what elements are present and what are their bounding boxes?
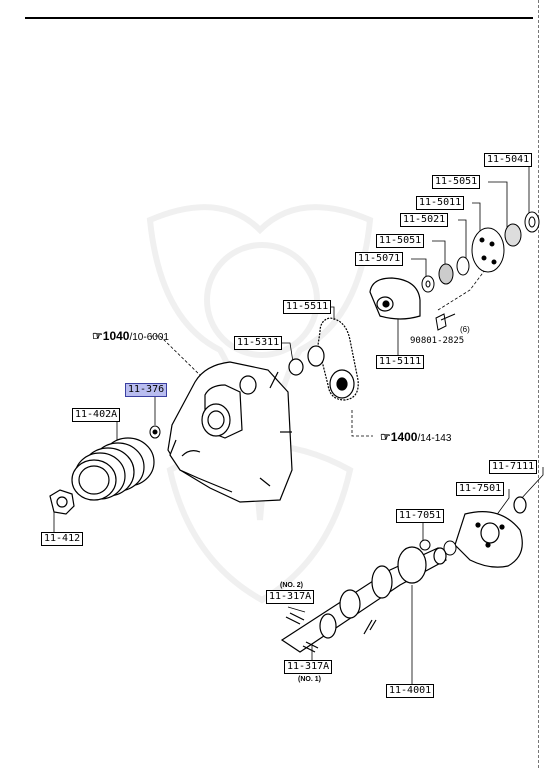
leader-lines [53, 159, 544, 687]
pump-housing [369, 277, 421, 320]
camshaft [280, 546, 447, 653]
label-11-5041[interactable]: 11-5041 [484, 153, 533, 167]
hand-pointer-icon: ☞ [380, 430, 391, 444]
label-11-7111[interactable]: 11-7111 [489, 460, 538, 474]
label-11-402A[interactable]: 11-402A [72, 408, 121, 422]
ref-1400[interactable]: ☞1400/14-143 [380, 430, 452, 444]
pins [285, 612, 319, 653]
label-11-317A-no2[interactable]: 11-317A [266, 590, 315, 604]
label-11-7501[interactable]: 11-7501 [456, 482, 505, 496]
dowel-part [149, 425, 161, 439]
ref-1400-sub: 14-143 [420, 433, 452, 444]
note-no2: (NO. 2) [280, 582, 303, 589]
nut [49, 489, 75, 515]
bolt-90801 [435, 313, 456, 331]
ref-1040-sub: 10-6001 [132, 332, 169, 343]
label-11-5051-b[interactable]: 11-5051 [376, 234, 425, 248]
label-11-5311[interactable]: 11-5311 [234, 336, 283, 350]
label-11-412[interactable]: 11-412 [41, 532, 84, 546]
label-11-376[interactable]: 11-376 [125, 383, 168, 397]
oil-pump-gear-stack [421, 211, 540, 293]
label-11-4001[interactable]: 11-4001 [386, 684, 435, 698]
label-11-7051[interactable]: 11-7051 [396, 509, 445, 523]
bushings [419, 539, 457, 556]
camshaft-gear-plate [454, 496, 527, 568]
ref-1400-main: 1400 [390, 430, 418, 444]
front-cover-housing [167, 361, 293, 503]
timing-chain [288, 317, 359, 401]
hand-pointer-icon: ☞ [92, 329, 103, 343]
label-11-5011[interactable]: 11-5011 [416, 196, 465, 210]
pulley [71, 437, 155, 501]
ref-1040-main: 1040 [102, 329, 130, 343]
label-11-5071[interactable]: 11-5071 [355, 252, 404, 266]
label-11-5111[interactable]: 11-5111 [376, 355, 425, 369]
label-11-5051-a[interactable]: 11-5051 [432, 175, 481, 189]
label-11-5021[interactable]: 11-5021 [400, 213, 449, 227]
ref-1040[interactable]: ☞1040/10-6001 [92, 329, 169, 343]
page-edge [538, 0, 547, 768]
header-rule [25, 17, 533, 19]
label-11-5511[interactable]: 11-5511 [283, 300, 332, 314]
note-no1: (NO. 1) [298, 676, 321, 683]
bolt-part-number: 90801-2825 [410, 336, 465, 346]
bolt-count: (6) [460, 325, 470, 334]
label-11-317A-no1[interactable]: 11-317A [284, 660, 333, 674]
